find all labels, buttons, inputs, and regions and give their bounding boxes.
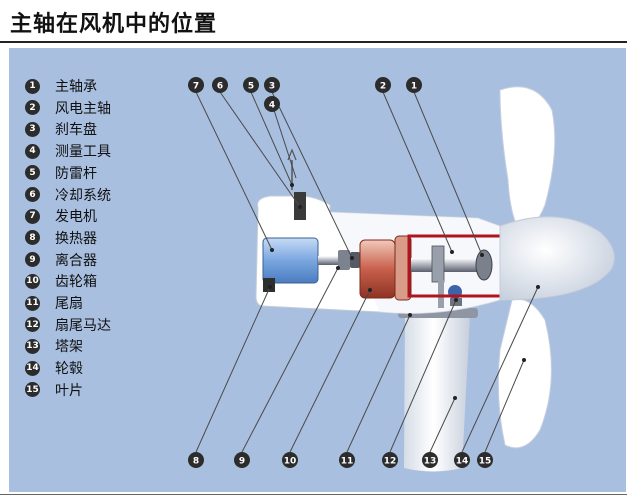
legend-number-badge: 15 bbox=[25, 382, 40, 398]
hub bbox=[499, 216, 615, 301]
legend-number-badge: 3 bbox=[25, 121, 40, 137]
brake-disc bbox=[350, 252, 360, 268]
legend-number-badge: 1 bbox=[25, 78, 40, 94]
legend-label: 扇尾马达 bbox=[55, 317, 111, 334]
legend-number-badge: 10 bbox=[25, 273, 40, 289]
callout-label: 9 bbox=[239, 457, 245, 467]
legend-label: 冷却系统 bbox=[55, 187, 111, 204]
legend-number-badge: 11 bbox=[25, 295, 40, 311]
callout-label: 13 bbox=[424, 457, 437, 467]
coupling-shaft bbox=[318, 256, 346, 265]
callout-badge-3: 3 bbox=[264, 77, 280, 93]
legend-number-badge: 13 bbox=[25, 338, 40, 354]
legend-label: 尾扇 bbox=[55, 296, 83, 312]
callout-label: 5 bbox=[248, 82, 254, 92]
legend-item: 2 风电主轴 bbox=[25, 99, 111, 117]
leader-lines bbox=[195, 91, 539, 453]
legend-item: 4 测量工具 bbox=[25, 142, 111, 160]
legend-item: 7 发电机 bbox=[25, 207, 97, 225]
callout-badge-1: 1 bbox=[406, 77, 422, 93]
callout-badge-15: 15 bbox=[477, 452, 493, 468]
legend-label: 换热器 bbox=[55, 230, 97, 247]
legend-item: 11 尾扇 bbox=[25, 294, 83, 312]
gearbox bbox=[359, 239, 396, 299]
callout-label: 15 bbox=[479, 457, 492, 467]
legend-label: 刹车盘 bbox=[55, 122, 97, 139]
legend-number-badge: 2 bbox=[25, 100, 40, 116]
legend-number-badge: 4 bbox=[25, 143, 40, 159]
legend-number-badge: 8 bbox=[25, 230, 40, 246]
callout-label: 11 bbox=[341, 457, 354, 467]
callout-badge-12: 12 bbox=[382, 452, 398, 468]
legend-item: 1 主轴承 bbox=[25, 77, 97, 95]
callout-badge-10: 10 bbox=[282, 452, 298, 468]
page-title: 主轴在风机中的位置 bbox=[10, 12, 218, 37]
tower bbox=[404, 315, 470, 472]
callout-badge-5: 5 bbox=[243, 77, 259, 93]
legend-item: 3 刹车盘 bbox=[25, 120, 97, 138]
callout-label: 14 bbox=[456, 457, 469, 467]
clutch bbox=[338, 250, 350, 270]
legend-item: 6 冷却系统 bbox=[25, 186, 111, 204]
legend-number-badge: 7 bbox=[25, 208, 40, 224]
legend-label: 叶片 bbox=[55, 382, 83, 399]
callout-label: 2 bbox=[380, 82, 386, 92]
callout-label: 1 bbox=[411, 82, 417, 92]
legend-number-badge: 5 bbox=[25, 165, 40, 181]
generator bbox=[262, 237, 319, 284]
legend-number-badge: 6 bbox=[25, 187, 40, 202]
legend-label: 主轴承 bbox=[55, 79, 97, 95]
callout-badge-8: 8 bbox=[188, 452, 204, 468]
legend-item: 9 离合器 bbox=[25, 251, 97, 269]
callout-label: 6 bbox=[217, 82, 223, 92]
callout-badge-6: 6 bbox=[212, 77, 228, 93]
callout-badge-14: 14 bbox=[454, 452, 470, 468]
main-shaft bbox=[411, 258, 491, 272]
legend-label: 轮毂 bbox=[55, 361, 83, 378]
callout-label: 12 bbox=[384, 457, 397, 467]
callout-badge-9: 9 bbox=[234, 452, 250, 468]
legend-label: 风电主轴 bbox=[55, 100, 111, 117]
legend-label: 齿轮箱 bbox=[55, 274, 97, 291]
legend-number-badge: 12 bbox=[25, 317, 40, 333]
callout-label: 8 bbox=[193, 457, 199, 467]
legend-label: 防雷杆 bbox=[55, 165, 97, 182]
blade-lower bbox=[497, 298, 552, 449]
callout-badge-13: 13 bbox=[422, 452, 438, 468]
legend-item: 15 叶片 bbox=[25, 381, 83, 399]
legend-number-badge: 9 bbox=[25, 252, 40, 268]
legend-label: 塔架 bbox=[55, 339, 83, 356]
main-bearing bbox=[475, 249, 493, 281]
legend-item: 5 防雷杆 bbox=[25, 164, 97, 182]
bearing-block bbox=[431, 245, 445, 283]
legend-item: 13 塔架 bbox=[25, 337, 83, 355]
legend-item: 8 换热器 bbox=[25, 229, 97, 247]
callout-label: 10 bbox=[284, 457, 297, 467]
leader-dots bbox=[268, 183, 540, 400]
legend-label: 测量工具 bbox=[55, 144, 111, 161]
callout-label: 3 bbox=[269, 82, 275, 92]
callout-badge-11: 11 bbox=[339, 452, 355, 468]
title-underline bbox=[0, 41, 627, 43]
blade-upper bbox=[499, 86, 556, 233]
callout-badge-7: 7 bbox=[188, 77, 204, 93]
callout-label: 4 bbox=[269, 101, 275, 111]
bottom-rule bbox=[0, 494, 627, 495]
legend-label: 发电机 bbox=[55, 209, 97, 226]
callout-badge-2: 2 bbox=[375, 77, 391, 93]
heat-exchanger bbox=[263, 278, 275, 292]
legend-label: 离合器 bbox=[55, 252, 97, 269]
legend-number-badge: 14 bbox=[25, 360, 40, 376]
callout-badge-4: 4 bbox=[264, 96, 280, 112]
callout-label: 7 bbox=[193, 82, 199, 92]
legend-item: 14 轮毂 bbox=[25, 359, 83, 377]
legend-item: 12 扇尾马达 bbox=[25, 316, 111, 334]
legend-item: 10 齿轮箱 bbox=[25, 272, 97, 290]
